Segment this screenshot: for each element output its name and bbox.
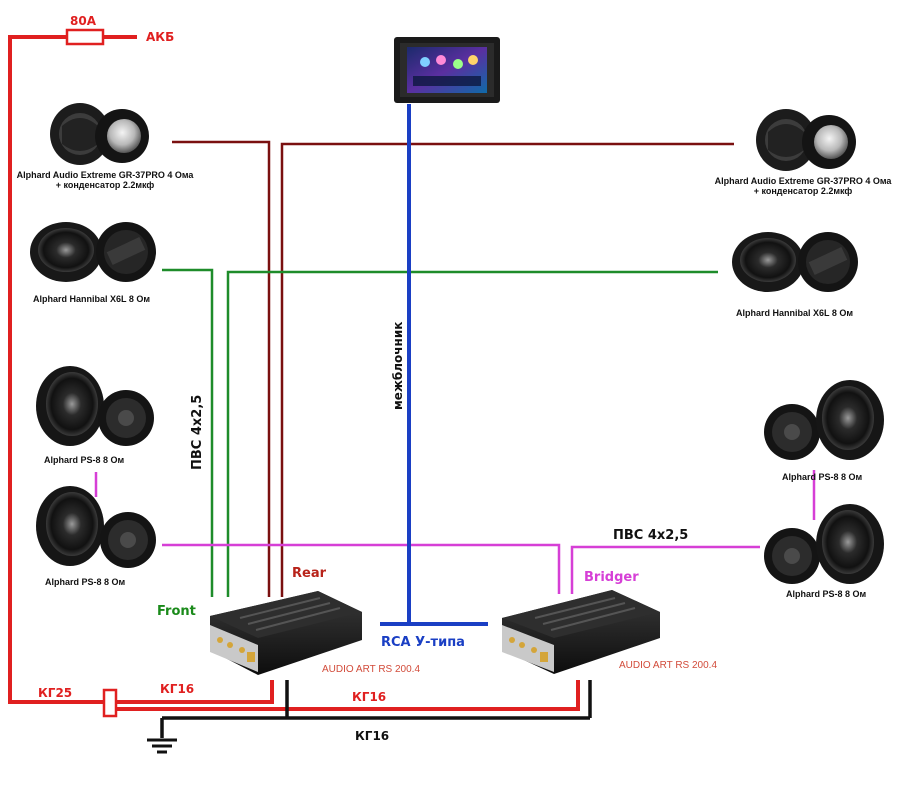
main-cable-label: КГ25 bbox=[38, 686, 73, 700]
midbass-left-wire bbox=[162, 268, 214, 597]
rca-wiring bbox=[380, 104, 488, 626]
midbass-left bbox=[30, 222, 156, 282]
tweeter-right bbox=[756, 109, 856, 171]
tweeter-right-capacitor: + конденсатор 2.2мкф bbox=[753, 186, 853, 196]
sub-right-2 bbox=[764, 504, 884, 584]
rca-label: RCA У-типа bbox=[381, 635, 465, 650]
sub-wiring bbox=[94, 470, 816, 594]
sub-right-wire bbox=[570, 545, 760, 594]
sub-left-1 bbox=[36, 366, 154, 446]
main-fuse bbox=[65, 28, 105, 46]
sub-left-2-label: Alphard PS-8 8 Ом bbox=[45, 577, 126, 587]
midbass-right-label: Alphard Hannibal X6L 8 Ом bbox=[736, 308, 854, 318]
amplifier-2 bbox=[502, 590, 660, 674]
amp2-cable-label: КГ16 bbox=[352, 690, 387, 704]
tweeter-left-wire bbox=[172, 140, 271, 597]
amp1-power-wire bbox=[116, 680, 274, 704]
head-unit bbox=[394, 37, 500, 103]
midbass-right-wire bbox=[226, 270, 718, 597]
fuse-rating-label: 80А bbox=[70, 14, 96, 28]
tweeter-right-wire bbox=[280, 142, 734, 597]
sub-left-2 bbox=[36, 486, 156, 568]
interconnect-label: межблочник bbox=[391, 321, 405, 410]
amplifier-2-label: AUDIO ART RS 200.4 bbox=[619, 660, 718, 671]
midbass-right bbox=[732, 232, 858, 292]
sub-left-wire bbox=[162, 543, 561, 594]
tweeter-wiring bbox=[172, 140, 734, 597]
sub-right-2-label: Alphard PS-8 8 Ом bbox=[786, 589, 867, 599]
sub-right-1-label: Alphard PS-8 8 Ом bbox=[782, 472, 863, 482]
rear-channel-label: Rear bbox=[292, 566, 327, 581]
amplifier-1 bbox=[210, 591, 362, 675]
sub-left-1-label: Alphard PS-8 8 Ом bbox=[44, 455, 125, 465]
tweeter-left-capacitor: + конденсатор 2.2мкф bbox=[55, 180, 155, 190]
midbass-wiring bbox=[162, 268, 718, 597]
tweeter-left bbox=[50, 103, 149, 165]
left-cable-label: ПВС 4х2,5 bbox=[190, 394, 205, 470]
tweeter-right-label: Alphard Audio Extreme GR-37PRO 4 Ома + к… bbox=[712, 176, 894, 196]
right-cable-label: ПВС 4х2,5 bbox=[613, 528, 689, 543]
amplifier-1-label: AUDIO ART RS 200.4 bbox=[322, 664, 421, 675]
amp2-power-wire bbox=[116, 680, 580, 711]
ground-wiring bbox=[160, 680, 592, 738]
amp1-cable-label: КГ16 bbox=[160, 682, 195, 696]
bridged-channel-label: Bridger bbox=[584, 570, 639, 585]
midbass-left-label: Alphard Hannibal X6L 8 Ом bbox=[33, 294, 151, 304]
ground-symbol bbox=[147, 738, 177, 754]
tweeter-right-model: Alphard Audio Extreme GR-37PRO 4 Ома bbox=[714, 176, 892, 186]
tweeter-left-model: Alphard Audio Extreme GR-37PRO 4 Ома bbox=[16, 170, 194, 180]
sub-right-1 bbox=[764, 380, 884, 460]
distribution-fuse bbox=[102, 688, 118, 718]
front-channel-label: Front bbox=[157, 604, 196, 619]
tweeter-left-label: Alphard Audio Extreme GR-37PRO 4 Ома + к… bbox=[14, 170, 196, 190]
ground-cable-label: КГ16 bbox=[355, 729, 390, 743]
battery-label: АКБ bbox=[146, 30, 175, 44]
